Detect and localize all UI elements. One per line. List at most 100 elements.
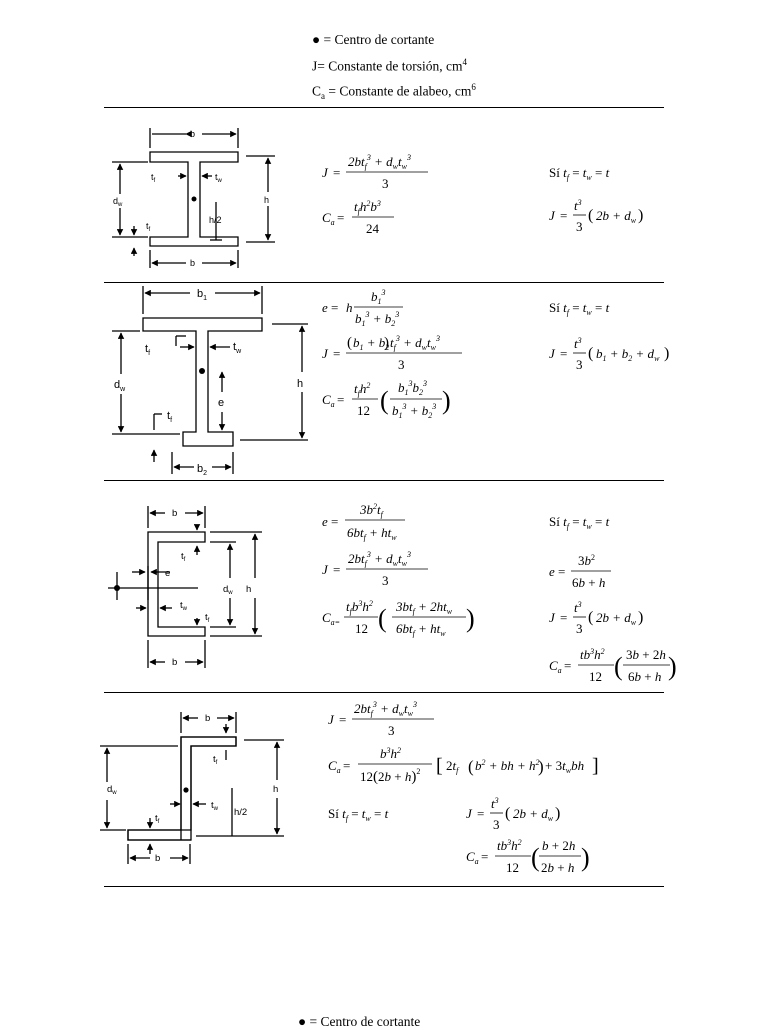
svg-text:12: 12	[589, 669, 602, 684]
label-h-3: h	[246, 584, 251, 595]
svg-text:Ca: Ca	[322, 392, 335, 409]
legend-shear-center-repeat-text: = Centro de cortante	[309, 1014, 421, 1029]
svg-text:3: 3	[576, 219, 583, 234]
svg-text:tfh2: tfh2	[354, 381, 370, 398]
svg-text:): )	[638, 609, 643, 626]
svg-text:2tf: 2tf	[446, 758, 460, 775]
svg-text:3b2tf: 3b2tf	[359, 502, 385, 519]
svg-text:e: e	[322, 300, 328, 315]
svg-text:Sí tf = tw = t: Sí tf = tw = t	[549, 300, 610, 317]
svg-text:): )	[664, 345, 669, 362]
i-section-unsymmetric-figure	[112, 286, 308, 474]
divider-bottom	[104, 886, 664, 887]
svg-text:12: 12	[506, 860, 519, 875]
legend-warping-symbol: C	[312, 83, 322, 99]
svg-text:=: =	[333, 165, 340, 180]
svg-text:J: J	[328, 712, 335, 727]
svg-text:=: =	[481, 849, 488, 864]
formula-J-2: J= (b1 + b2) tf3 + dwtw3 3	[322, 334, 462, 372]
svg-text:3b + 2h: 3b + 2h	[626, 647, 666, 662]
label-h2-1: h/2	[209, 215, 222, 225]
svg-text:3: 3	[398, 357, 405, 372]
svg-text:b3h2: b3h2	[380, 746, 401, 761]
label-e-3: e	[165, 568, 170, 579]
svg-text:12: 12	[357, 403, 370, 418]
label-tw-2: tw	[233, 341, 242, 355]
legend-torsion-exp: 4	[462, 57, 467, 67]
label-tf-2b: tf	[167, 410, 172, 424]
formula-Ca-4-simplified: Ca= tb3h2 12 ( b + 2h 2b + h )	[466, 838, 590, 875]
svg-text:=: =	[560, 610, 567, 625]
svg-text:t3: t3	[574, 600, 582, 615]
label-b-top-3: b	[172, 508, 177, 519]
svg-text:3: 3	[382, 176, 389, 191]
condition-3: Sí tf = tw = t	[549, 514, 610, 531]
shear-center-dot-3	[114, 585, 120, 591]
legend-warping: Ca = Constante de alabeo, cm6	[312, 82, 476, 101]
svg-text:b13 + b23: b13 + b23	[392, 402, 436, 420]
label-h-4: h	[273, 784, 278, 795]
svg-text:=: =	[339, 712, 346, 727]
svg-text:=: =	[560, 346, 567, 361]
formula-e-3-simplified: e= 3b2 6b + h	[549, 553, 611, 590]
svg-text:=: =	[333, 562, 340, 577]
svg-text:J: J	[322, 165, 329, 180]
label-b1: b1	[197, 288, 207, 302]
svg-text:t3: t3	[574, 336, 582, 351]
svg-text:b13: b13	[371, 288, 386, 306]
formula-J-4: J= 2btf3 + dwtw3 3	[328, 700, 434, 738]
label-b2: b2	[197, 463, 207, 477]
svg-text:=: =	[560, 208, 567, 223]
label-tf-4b: tf	[155, 813, 160, 825]
svg-text:(: (	[378, 604, 387, 633]
svg-text:tb3h2: tb3h2	[580, 647, 605, 662]
svg-text:2b + h: 2b + h	[541, 860, 574, 875]
svg-text:(: (	[588, 207, 593, 224]
formula-Ca-4: Ca= b3h2 12(2b + h)2 [ 2tf ( b2 + bh + h…	[328, 746, 599, 785]
svg-text:): )	[581, 843, 590, 872]
svg-text:3: 3	[576, 357, 583, 372]
svg-text:Ca: Ca	[322, 210, 335, 227]
svg-text:Ca: Ca	[466, 849, 479, 866]
formula-J-1-simplified: J= t3 3 (2b + dw)	[549, 198, 643, 234]
formula-J-3-simplified: J= t3 3 (2b + dw)	[549, 600, 643, 636]
shear-center-dot-1	[191, 196, 197, 202]
svg-text:): )	[442, 386, 451, 415]
svg-text:=: =	[558, 564, 565, 579]
svg-text:): )	[555, 805, 560, 822]
svg-text:3btf + 2htw: 3btf + 2htw	[395, 599, 453, 616]
svg-text:b13b23: b13b23	[398, 379, 427, 397]
formula-Ca-2: Ca= tfh2 12 ( b13b23 b13 + b23 )	[322, 379, 451, 420]
svg-text:3: 3	[576, 621, 583, 636]
condition-4: Sí tf = tw = t	[328, 806, 389, 823]
svg-text:(: (	[505, 805, 510, 822]
svg-text:6btf + htw: 6btf + htw	[396, 621, 446, 638]
svg-text:b + 2h: b + 2h	[542, 838, 575, 853]
svg-text:e: e	[549, 564, 555, 579]
svg-text:J: J	[322, 346, 329, 361]
svg-text:3: 3	[382, 573, 389, 588]
formula-J-1: J= 2btf3 + dwtw3 3	[322, 153, 428, 191]
svg-text:+ 3twbh: + 3twbh	[545, 758, 584, 775]
legend-warping-exp: 6	[471, 82, 476, 92]
svg-text:J: J	[549, 346, 556, 361]
formula-J-2-simplified: J= t3 3 (b1 + b2 + dw)	[549, 336, 669, 372]
svg-text:b2 + bh + h2: b2 + bh + h2	[475, 758, 540, 773]
label-tw-3: tw	[180, 600, 188, 612]
svg-text:h: h	[346, 300, 353, 315]
svg-text:(: (	[468, 757, 474, 776]
svg-text:[: [	[436, 755, 443, 777]
label-b-bottom-3: b	[172, 657, 177, 668]
formula-Ca-3-simplified: Ca= tb3h2 12 ( 3b + 2h 6b + h )	[549, 647, 677, 684]
svg-text:(: (	[531, 843, 540, 872]
svg-text:t3: t3	[491, 796, 499, 811]
svg-text:3: 3	[493, 817, 500, 832]
formula-e-3: e= 3b2tf 6btf + htw	[322, 502, 405, 542]
svg-text:6btf + htw: 6btf + htw	[347, 525, 397, 542]
label-tf-2: tf	[145, 343, 150, 357]
i-section-symmetric-figure	[112, 128, 275, 268]
svg-text:2btf3 + dwtw3: 2btf3 + dwtw3	[348, 550, 411, 568]
svg-text:b13 + b23: b13 + b23	[355, 310, 399, 328]
svg-text:12: 12	[355, 621, 368, 636]
